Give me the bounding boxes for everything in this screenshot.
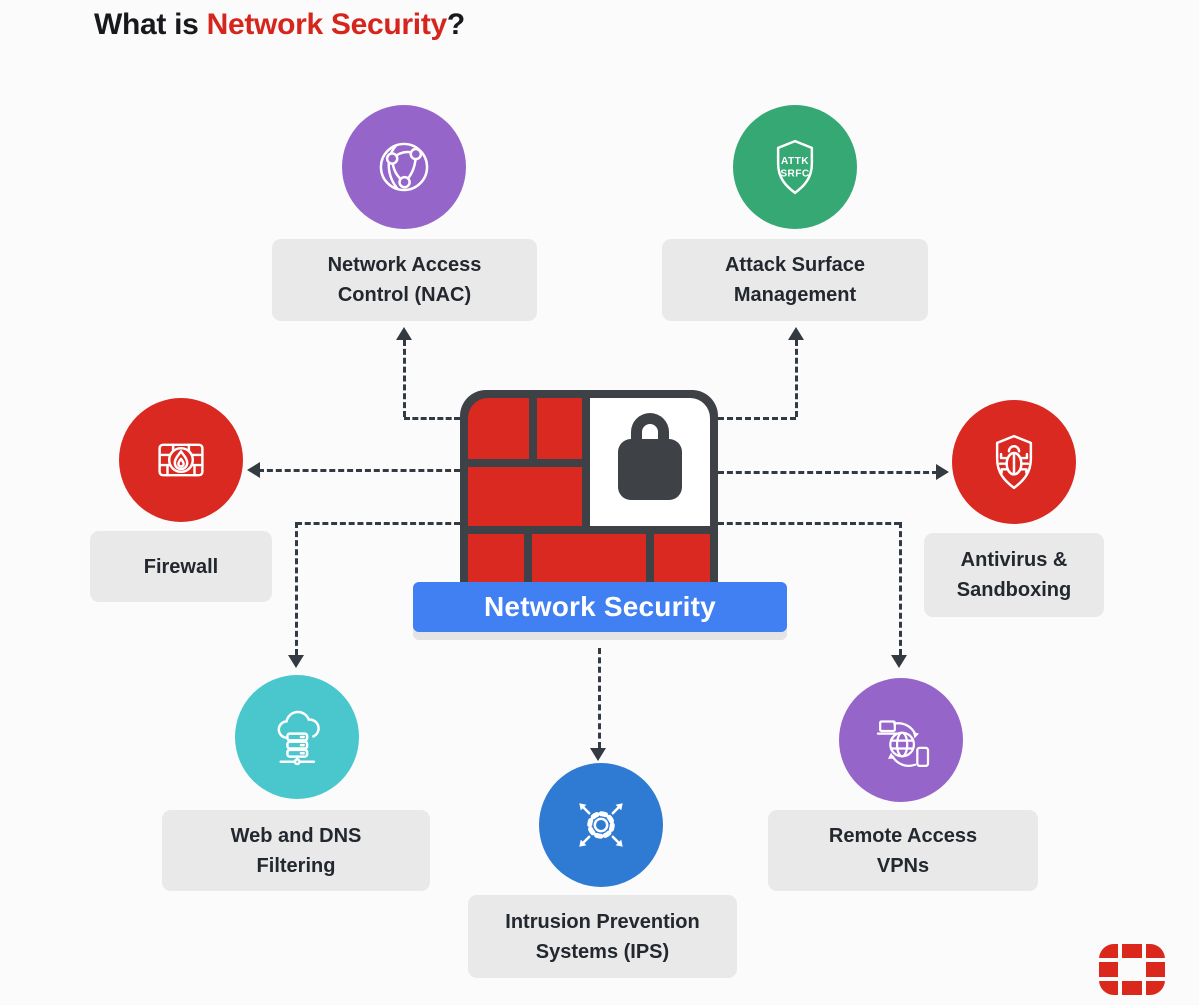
attack-surface-label-line2: Management <box>733 284 857 306</box>
vpn-label-line1: Remote Access <box>828 824 978 847</box>
arrowhead-to-webdns <box>288 655 304 668</box>
gear-arrows-icon <box>579 803 623 847</box>
arrowhead-to-vpn <box>891 655 907 668</box>
cloud-server-icon <box>277 710 320 766</box>
fortinet-logo <box>1099 944 1165 995</box>
ips-circle <box>539 763 663 887</box>
bug-shield-icon <box>995 434 1033 490</box>
title-highlight: Network Security <box>206 8 448 41</box>
attack-surface-label: Attack Surface Management <box>662 239 928 321</box>
webdns-circle <box>235 675 359 799</box>
nac-label-line1: Network Access <box>327 254 482 276</box>
padlock-shackle <box>631 413 669 442</box>
arrow-center-to-webdns-h <box>296 522 460 525</box>
globe-devices-icon <box>876 720 930 767</box>
firewall-flame-icon <box>158 443 204 477</box>
vpn-label-line2: VPNs <box>876 854 930 877</box>
title-prefix: What is <box>94 8 207 41</box>
brick <box>537 398 582 459</box>
arrow-center-to-vpn-v <box>899 522 902 655</box>
webdns-label: Web and DNS Filtering <box>162 810 430 891</box>
shield-text-line1: ATTK <box>781 156 809 167</box>
webdns-label-line1: Web and DNS <box>230 824 362 847</box>
ips-label-line2: Systems (IPS) <box>535 940 670 963</box>
arrow-center-to-antivirus <box>718 471 938 474</box>
arrowhead-to-ips <box>590 748 606 761</box>
logo-cell-center <box>1122 962 1142 977</box>
nac-circle <box>342 105 466 229</box>
antivirus-label-line2: Sandboxing <box>956 579 1072 601</box>
arrowhead-to-firewall <box>247 462 260 478</box>
attack-surface-shield-icon: ATTK SRFC <box>776 139 814 195</box>
logo-cell <box>1099 962 1118 977</box>
vpn-label: Remote Access VPNs <box>768 810 1038 891</box>
arrowhead-to-antivirus <box>936 464 949 480</box>
firewall-label: Firewall <box>90 531 272 602</box>
arrowhead-to-nac <box>396 327 412 340</box>
banner-label: Network Security <box>484 591 716 622</box>
logo-cell <box>1099 981 1118 995</box>
title-suffix: ? <box>446 8 465 41</box>
brick <box>468 467 582 526</box>
logo-cell <box>1146 944 1165 958</box>
logo-cell <box>1122 981 1142 995</box>
arrow-center-to-webdns-v <box>295 522 298 655</box>
arrow-center-to-firewall <box>258 469 460 472</box>
arrow-center-to-ips <box>598 648 601 748</box>
attack-surface-circle: ATTK SRFC <box>733 105 857 229</box>
shield-text-line2: SRFC <box>780 169 810 180</box>
padlock-body <box>618 439 682 500</box>
firewall-circle <box>119 398 243 522</box>
logo-cell <box>1146 981 1165 995</box>
arrow-center-to-vpn-h <box>718 522 900 525</box>
page-title: What is Network Security? <box>94 8 465 42</box>
logo-cell <box>1146 962 1165 977</box>
ips-label-line1: Intrusion Prevention <box>505 910 700 933</box>
arrow-center-to-nac-h <box>404 417 460 420</box>
nac-label-line2: Control (NAC) <box>337 284 472 306</box>
network-globe-icon <box>379 142 429 192</box>
antivirus-circle <box>952 400 1076 524</box>
ips-label: Intrusion Prevention Systems (IPS) <box>468 895 737 978</box>
antivirus-label: Antivirus & Sandboxing <box>924 533 1104 617</box>
arrow-center-to-asm-v <box>795 340 798 417</box>
logo-cell <box>1122 944 1142 958</box>
arrowhead-to-asm <box>788 327 804 340</box>
antivirus-label-line1: Antivirus & <box>960 549 1068 571</box>
brick <box>468 398 529 459</box>
arrow-center-to-nac-v <box>403 340 406 417</box>
vpn-circle <box>839 678 963 802</box>
network-security-banner: Network Security <box>413 582 787 632</box>
webdns-label-line2: Filtering <box>256 854 336 877</box>
attack-surface-label-line1: Attack Surface <box>724 254 866 276</box>
arrow-center-to-asm-h <box>718 417 796 420</box>
logo-cell <box>1099 944 1118 958</box>
firewall-label-line1: Firewall <box>143 555 219 578</box>
nac-label: Network Access Control (NAC) <box>272 239 537 321</box>
